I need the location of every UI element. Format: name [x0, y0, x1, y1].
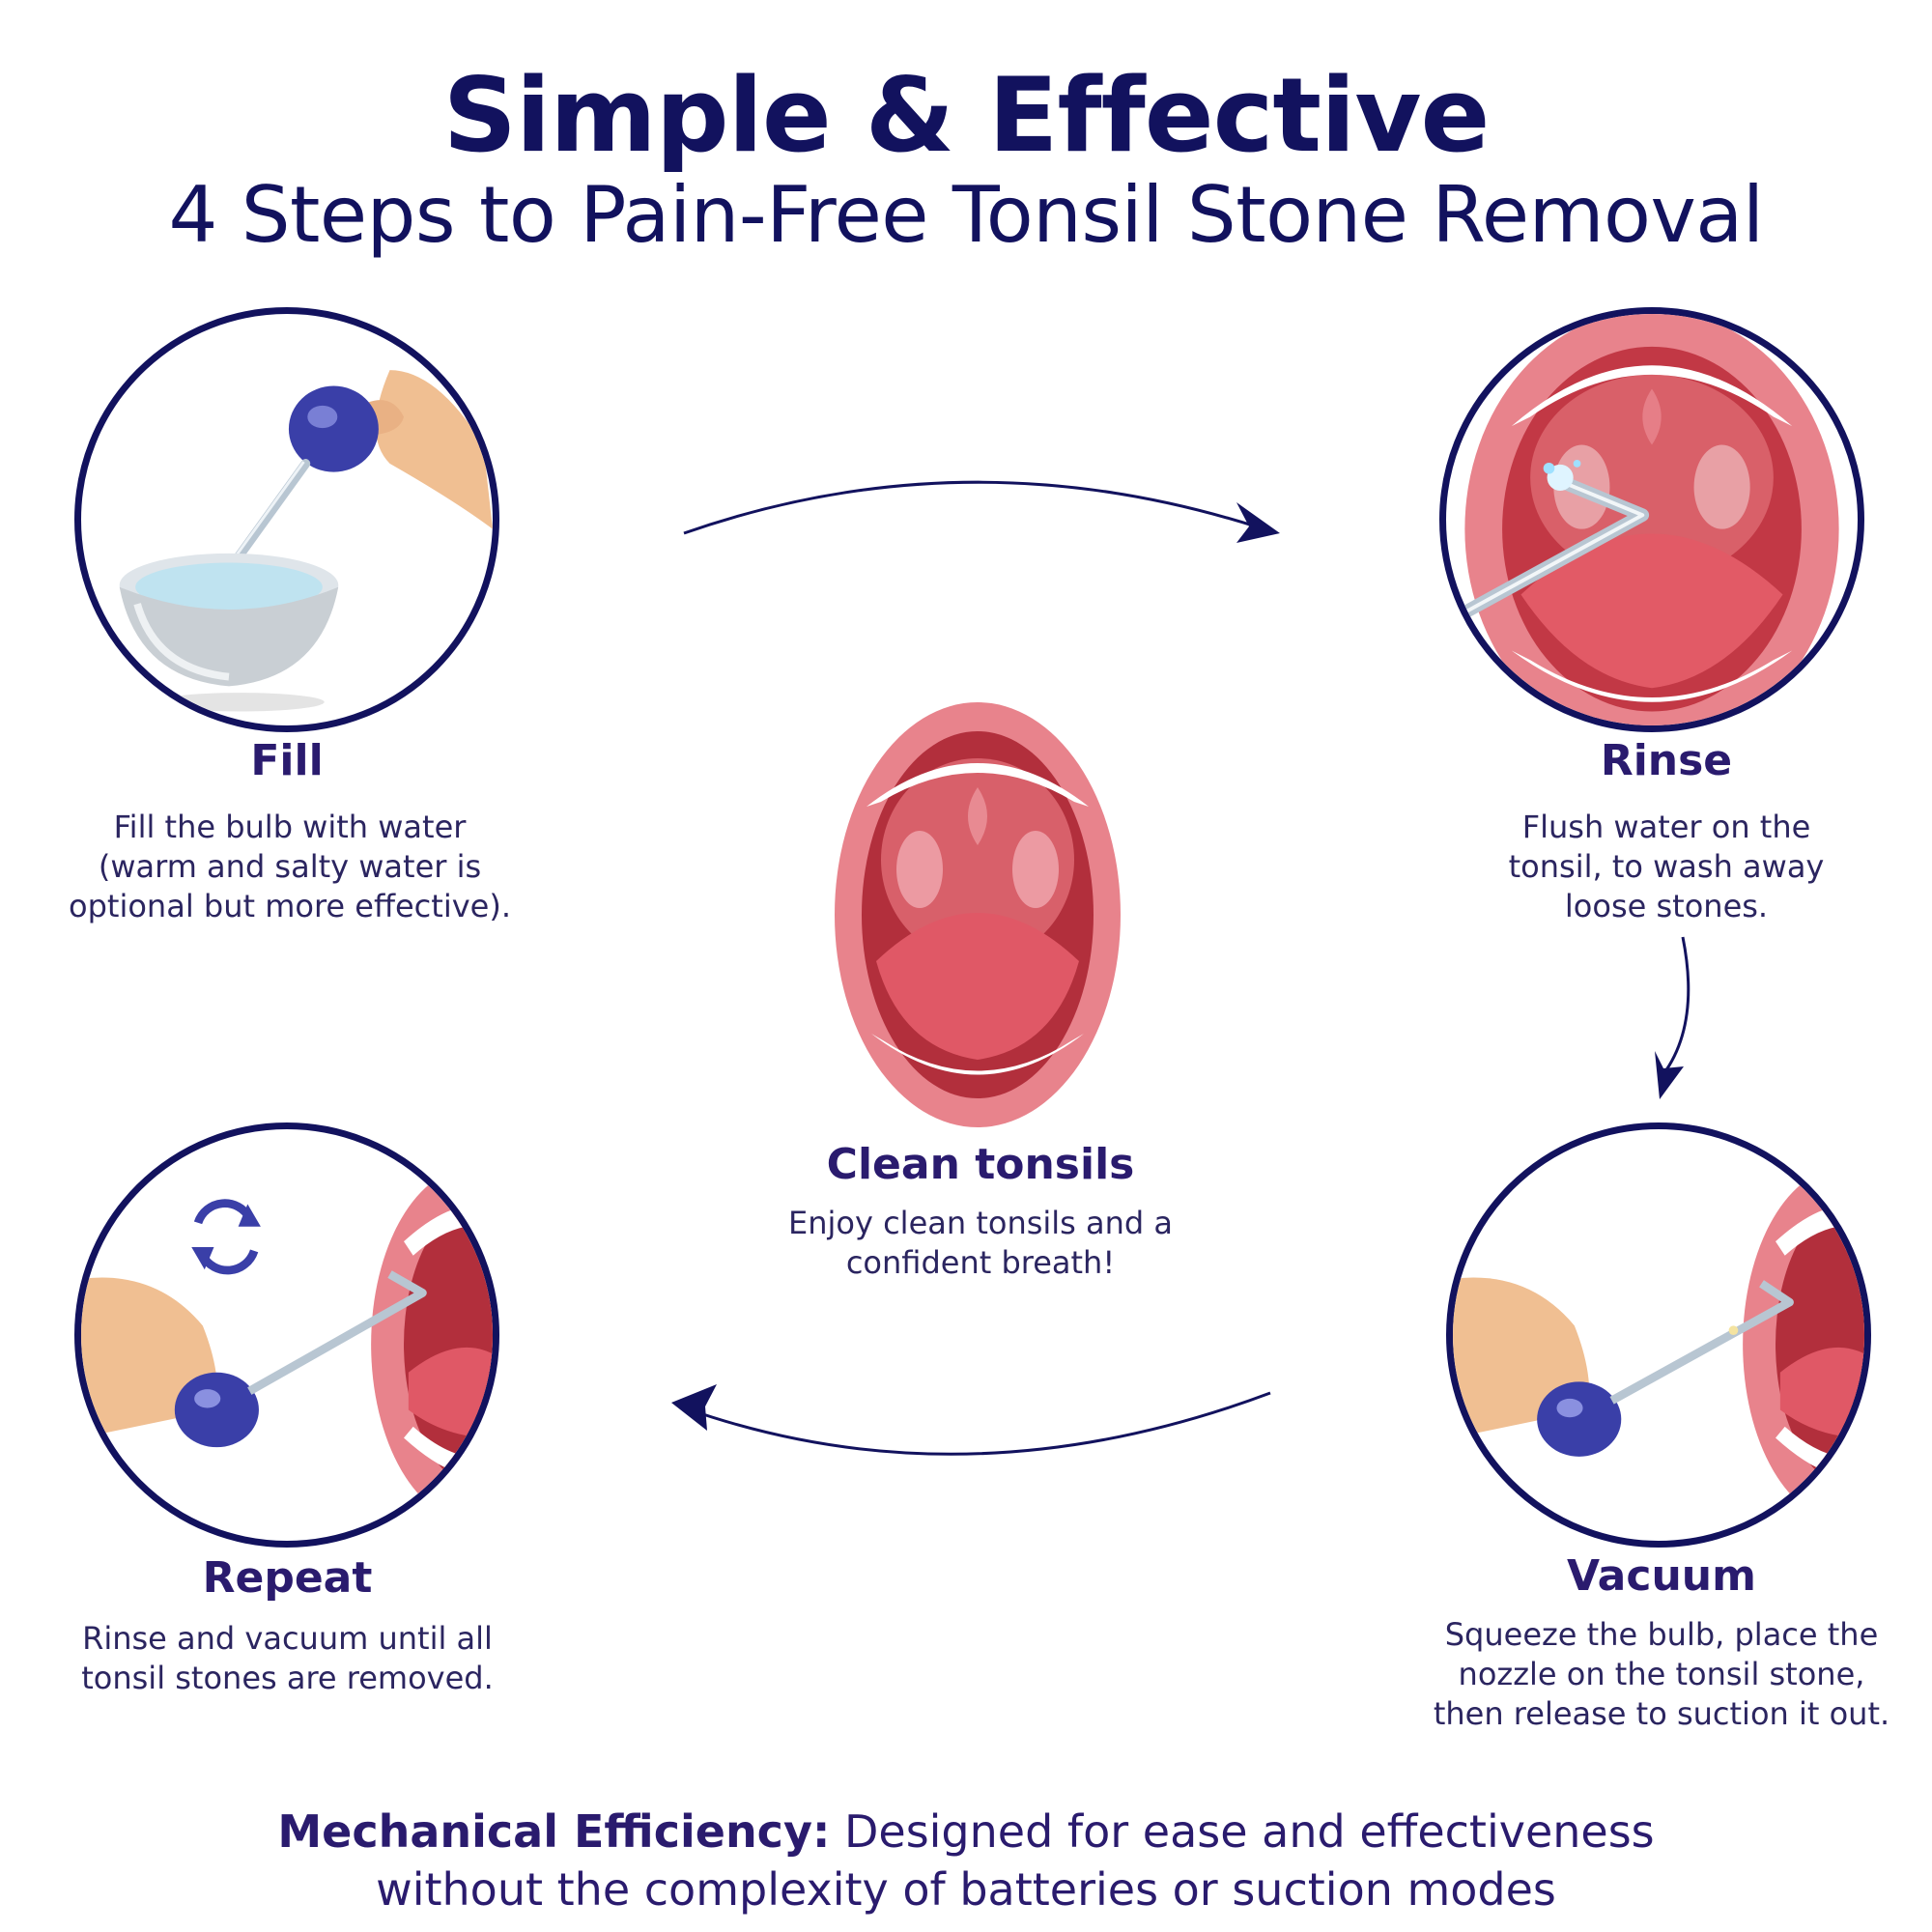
repeat-illustration [74, 1122, 499, 1548]
arrowhead-right [1236, 502, 1280, 543]
repeat-vacuum-icon [81, 1166, 493, 1522]
center-line-2: confident breath! [845, 1244, 1116, 1281]
step-fill-description: Fill the bulb with water (warm and salty… [39, 808, 541, 926]
arrow-fill-to-rinse [683, 480, 1257, 535]
step-rinse-description: Flush water on the tonsil, to wash away … [1425, 808, 1908, 926]
arrowhead-left [671, 1384, 717, 1431]
footer-line-1: Mechanical Efficiency: Designed for ease… [0, 1803, 1932, 1861]
step-fill-line-2: (warm and salty water is [98, 848, 482, 885]
center-title: Clean tonsils [826, 1140, 1135, 1189]
vacuum-nozzle-icon [1453, 1166, 1864, 1522]
open-mouth-rinse-icon [1446, 314, 1839, 725]
step-vacuum-title: Vacuum [1567, 1551, 1756, 1601]
step-rinse-title: Rinse [1600, 736, 1733, 785]
page-subtitle: 4 Steps to Pain-Free Tonsil Stone Remova… [168, 170, 1764, 260]
step-fill-line-1: Fill the bulb with water [113, 809, 467, 845]
step-rinse-line-2: tonsil, to wash away [1508, 848, 1825, 885]
step-vacuum-line-2: nozzle on the tonsil stone, [1458, 1656, 1865, 1692]
step-rinse-line-3: loose stones. [1564, 888, 1769, 924]
step-repeat-line-1: Rinse and vacuum until all [82, 1620, 493, 1657]
center-line-1: Enjoy clean tonsils and a [788, 1205, 1173, 1241]
arrow-vacuum-to-repeat [685, 1391, 1271, 1456]
arrow-rinse-to-vacuum [1662, 936, 1690, 1075]
bowl-and-bulb-icon [119, 370, 493, 712]
step-repeat-description: Rinse and vacuum until all tonsil stones… [39, 1619, 536, 1698]
step-fill-title: Fill [250, 736, 324, 785]
page-title: Simple & Effective [442, 56, 1491, 175]
fill-illustration [74, 307, 499, 732]
arrowhead-down [1655, 1051, 1684, 1099]
vacuum-illustration [1446, 1122, 1871, 1548]
footer-line-2: without the complexity of batteries or s… [376, 1863, 1556, 1916]
step-vacuum-line-1: Squeeze the bulb, place the [1444, 1616, 1879, 1653]
step-fill-line-3: optional but more effective). [69, 888, 511, 924]
footer-line-1-text: Designed for ease and effectiveness [830, 1805, 1655, 1858]
footer-bold-label: Mechanical Efficiency: [277, 1805, 831, 1858]
step-vacuum-description: Squeeze the bulb, place the nozzle on th… [1399, 1615, 1924, 1734]
step-rinse-line-1: Flush water on the [1521, 809, 1811, 845]
rinse-illustration [1439, 307, 1864, 732]
footer-statement: Mechanical Efficiency: Designed for ease… [0, 1803, 1932, 1918]
step-vacuum-line-3: then release to suction it out. [1433, 1695, 1890, 1732]
center-description: Enjoy clean tonsils and a confident brea… [734, 1204, 1227, 1283]
clean-mouth-illustration [835, 702, 1121, 1127]
step-repeat-line-2: tonsil stones are removed. [81, 1660, 494, 1696]
step-repeat-title: Repeat [202, 1553, 373, 1603]
